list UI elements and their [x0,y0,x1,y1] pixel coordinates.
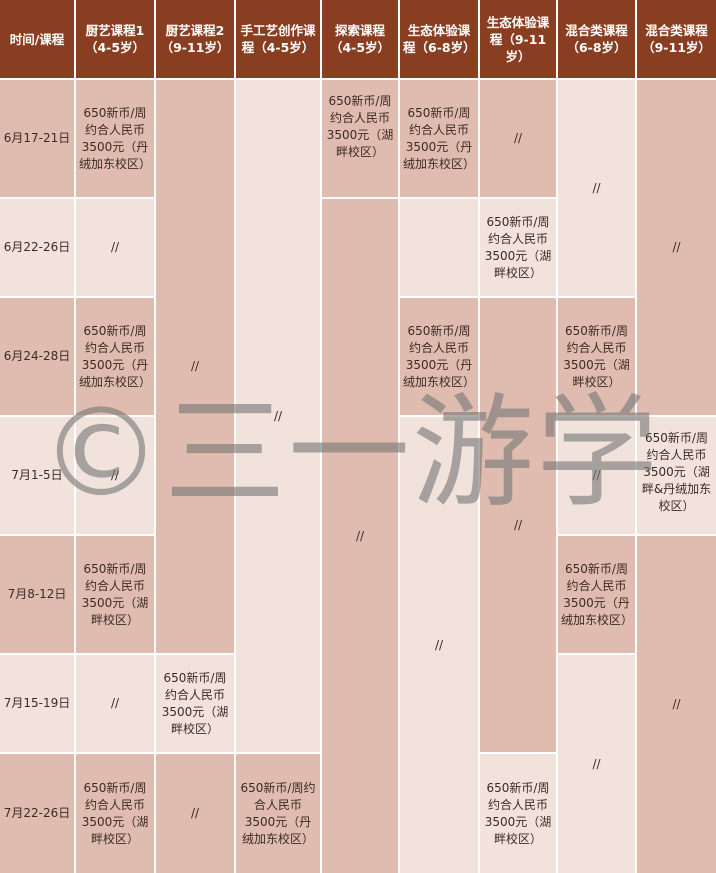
unavailable-cell: // [558,417,635,534]
header-cooking-2: 厨艺课程2（9-11岁） [156,0,234,78]
date-cell: 6月24-28日 [0,298,74,415]
unavailable-cell: // [558,80,635,296]
header-cooking-1: 厨艺课程1（4-5岁） [76,0,154,78]
offer-cell: 650新币/周约合人民币3500元（湖畔校区） [156,655,234,752]
date-cell: 6月22-26日 [0,199,74,296]
header-mixed-6-8: 混合类课程（6-8岁） [558,0,635,78]
offer-cell: 650新币/周约合人民币3500元（湖畔&丹绒加东校区） [637,417,716,534]
offer-cell: 650新币/周约合人民币3500元（湖畔校区） [480,754,556,873]
unavailable-cell: // [400,417,478,873]
header-eco-9-11: 生态体验课程（9-11岁） [480,0,556,78]
offer-cell: 650新币/周约合人民币3500元（丹绒加东校区） [400,80,478,197]
unavailable-cell: // [480,80,556,197]
offer-cell: 650新币/周约合人民币3500元（湖畔校区） [480,199,556,296]
unavailable-cell: // [480,298,556,752]
date-cell: 6月17-21日 [0,80,74,197]
unavailable-cell: // [637,536,716,873]
unavailable-cell: // [76,417,154,534]
offer-cell: 650新币/周约合人民币3500元（湖畔校区） [76,536,154,653]
unavailable-cell: // [76,655,154,752]
header-eco-6-8: 生态体验课程（6-8岁） [400,0,478,78]
unavailable-cell: // [558,655,635,873]
unavailable-cell: // [322,199,398,873]
header-time-course: 时间/课程 [0,0,74,78]
header-mixed-9-11: 混合类课程（9-11岁） [637,0,716,78]
offer-cell: 650新币/周约合人民币3500元（丹绒加东校区） [400,298,478,415]
header-handicraft: 手工艺创作课程（4-5岁） [236,0,320,78]
empty-cell [400,199,478,296]
date-cell: 7月15-19日 [0,655,74,752]
date-cell: 7月8-12日 [0,536,74,653]
date-cell: 7月1-5日 [0,417,74,534]
unavailable-cell: // [156,754,234,873]
offer-cell: 650新币/周约合人民币3500元（湖畔校区） [322,80,398,197]
offer-cell: 650新币/周约合人民币3500元（丹绒加东校区） [236,754,320,873]
offer-cell: 650新币/周约合人民币3500元（丹绒加东校区） [76,80,154,197]
offer-cell: 650新币/周约合人民币3500元（丹绒加东校区） [558,536,635,653]
unavailable-cell: // [637,80,716,415]
offer-cell: 650新币/周约合人民币3500元（丹绒加东校区） [76,298,154,415]
offer-cell: 650新币/周约合人民币3500元（湖畔校区） [558,298,635,415]
header-explore: 探索课程（4-5岁） [322,0,398,78]
unavailable-cell: // [236,80,320,752]
offer-cell: 650新币/周约合人民币3500元（湖畔校区） [76,754,154,873]
unavailable-cell: // [76,199,154,296]
date-cell: 7月22-26日 [0,754,74,873]
unavailable-cell: // [156,80,234,653]
